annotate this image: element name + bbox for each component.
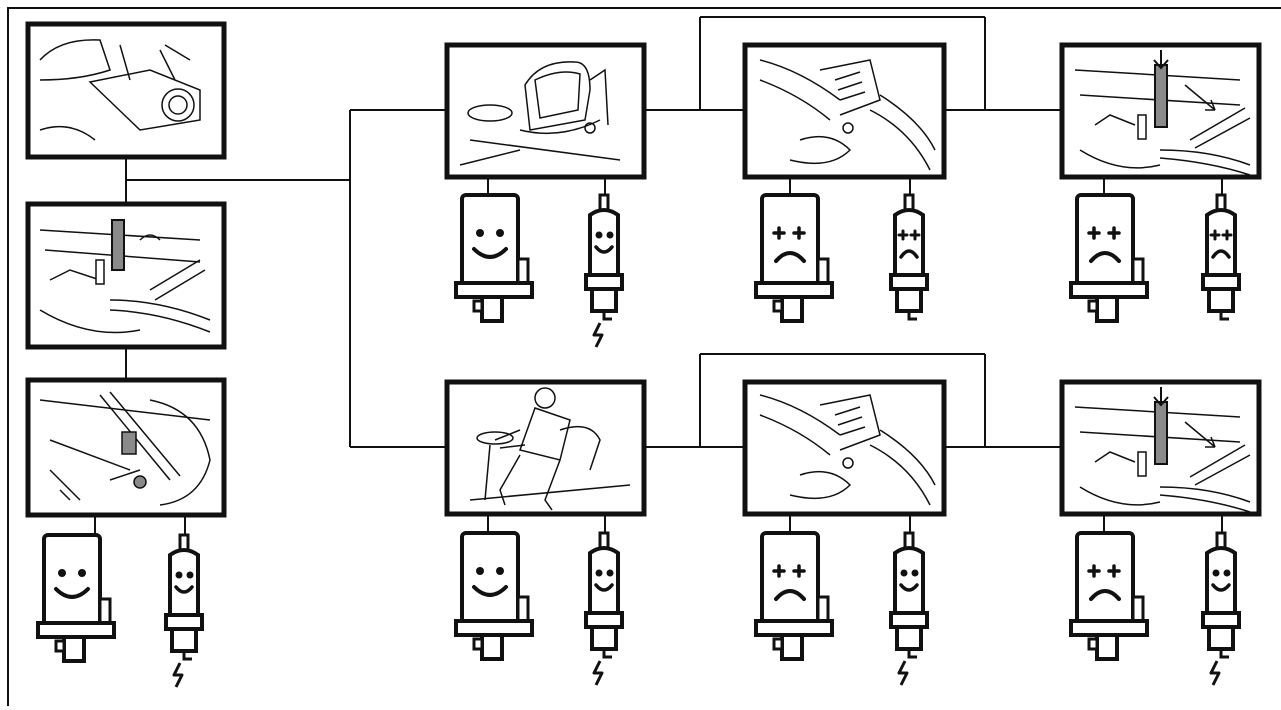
indicator-set-empty-seat xyxy=(456,195,622,347)
panel-empty-seat xyxy=(447,45,644,177)
starter-happy-icon xyxy=(38,535,114,661)
panel-operator xyxy=(447,382,644,514)
panel-operator-release xyxy=(1062,382,1259,514)
spark-plug-happy-icon xyxy=(1203,533,1239,685)
panel-operator-engage xyxy=(745,382,944,514)
connector-lines xyxy=(95,17,1222,535)
starter-sad-icon xyxy=(1071,533,1147,659)
indicator-set-empty-seat-release xyxy=(1071,195,1239,321)
spark-plug-happy-icon xyxy=(586,195,622,347)
spark-plug-sad-icon xyxy=(1203,195,1239,319)
indicator-set-operator xyxy=(456,533,622,685)
panel-empty-seat-release xyxy=(1062,45,1259,177)
starter-sad-icon xyxy=(756,195,832,321)
indicator-set-operator-engage xyxy=(756,533,927,685)
starter-happy-icon xyxy=(456,195,532,321)
panel-empty-seat-engage xyxy=(745,45,944,177)
indicator-set-blade xyxy=(38,535,202,687)
panel-brake xyxy=(28,204,224,347)
indicator-set-operator-release xyxy=(1071,533,1239,685)
panel-blade xyxy=(28,380,224,515)
spark-plug-sad-icon xyxy=(891,195,927,319)
starter-happy-icon xyxy=(456,533,532,659)
spark-plug-happy-icon xyxy=(891,533,927,685)
starter-sad-icon xyxy=(1071,195,1147,321)
panel-start xyxy=(28,24,224,157)
starter-sad-icon xyxy=(756,533,832,659)
spark-plug-happy-icon xyxy=(166,535,202,687)
spark-plug-happy-icon xyxy=(586,533,622,685)
indicator-set-empty-seat-engage xyxy=(756,195,927,321)
